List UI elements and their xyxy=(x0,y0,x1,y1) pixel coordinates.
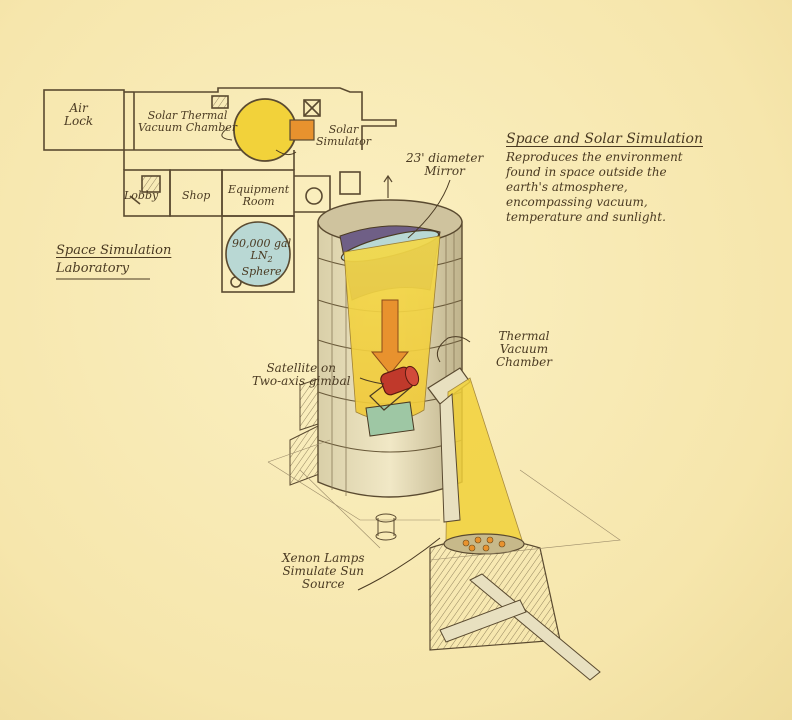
mirror-callout-line-2: Mirror xyxy=(424,164,465,178)
plan-solar-simulator-box xyxy=(289,119,315,141)
stvc-line-2: Vacuum Chamber xyxy=(138,121,238,134)
solar-simulator-line-2: Simulator xyxy=(316,135,371,148)
air-lock-label: Air Lock xyxy=(64,102,93,128)
info-description: Reproduces the environment found in spac… xyxy=(506,150,703,225)
info-line-3: earth's atmosphere, xyxy=(506,180,628,194)
info-line-2: found in space outside the xyxy=(506,165,667,179)
xenon-lamp-housing xyxy=(429,533,601,681)
info-heading: Space and Solar Simulation xyxy=(506,131,703,147)
vacuum-chamber-icon xyxy=(289,199,463,498)
xenon-beam xyxy=(427,367,523,541)
plan-chamber-circle xyxy=(233,98,297,162)
sphere-line-2: LN2 xyxy=(232,250,291,266)
mirror-callout-line-1: 23' diameter xyxy=(406,151,484,165)
satellite-callout: Satellite on Two-axis gimbal xyxy=(252,362,350,388)
operator-stool xyxy=(375,513,397,541)
solar-thermal-vacuum-chamber-label: Solar Thermal Vacuum Chamber xyxy=(138,110,237,134)
solar-simulator-label: Solar Simulator xyxy=(316,124,371,148)
satellite-callout-line-1: Satellite on xyxy=(266,361,336,375)
xenon-callout-line-2: Simulate Sun xyxy=(282,564,365,578)
floor-plan-title-line-2: Laboratory xyxy=(56,261,130,276)
floor-plan-icon xyxy=(43,87,397,293)
thermal-vacuum-chamber-callout: Thermal Vacuum Chamber xyxy=(496,330,552,369)
lobby-label: Lobby xyxy=(124,189,159,202)
solar-simulator-line-1: Solar xyxy=(328,123,359,136)
ln2-sphere-label: 90,000 gal LN2 Sphere xyxy=(232,238,291,278)
xenon-callout-line-1: Xenon Lamps xyxy=(282,551,365,565)
sphere-ln-subscript: 2 xyxy=(267,255,273,265)
mirror-callout: 23' diameter Mirror xyxy=(406,152,483,178)
xenon-lamps-callout: Xenon Lamps Simulate Sun Source xyxy=(282,552,364,591)
equipment-room-label: Equipment Room xyxy=(228,184,289,208)
floor-plan-title-line-1: Space Simulation xyxy=(56,243,172,258)
chamber-callout-line-2: Vacuum xyxy=(499,342,549,356)
stvc-line-1: Solar Thermal xyxy=(147,109,228,122)
info-line-4: encompassing vacuum, xyxy=(506,195,648,209)
satellite-icon xyxy=(369,365,420,411)
air-lock-line-2: Lock xyxy=(64,114,94,128)
shop-label: Shop xyxy=(182,189,211,202)
xenon-callout-line-3: Source xyxy=(301,577,345,591)
equipment-room-line-2: Room xyxy=(242,195,275,208)
chamber-callout-line-3: Chamber xyxy=(496,355,552,369)
satellite-callout-line-2: Two-axis gimbal xyxy=(252,374,351,388)
ln2-sphere-circle xyxy=(225,221,291,287)
sphere-line-1: 90,000 gal xyxy=(232,237,292,250)
info-line-5: temperature and sunlight. xyxy=(506,210,666,224)
info-block: Space and Solar Simulation Reproduces th… xyxy=(506,128,703,225)
air-lock-line-1: Air xyxy=(69,101,88,115)
equipment-room-line-1: Equipment xyxy=(228,183,290,196)
sphere-ln-text: LN xyxy=(250,249,268,262)
north-arrow-icon xyxy=(383,174,393,198)
sphere-line-3: Sphere xyxy=(241,265,282,279)
chamber-callout-line-1: Thermal xyxy=(498,329,550,343)
floor-plan-title: Space Simulation Laboratory xyxy=(56,242,171,278)
info-line-1: Reproduces the environment xyxy=(506,150,683,164)
beam-arrow xyxy=(370,299,410,375)
